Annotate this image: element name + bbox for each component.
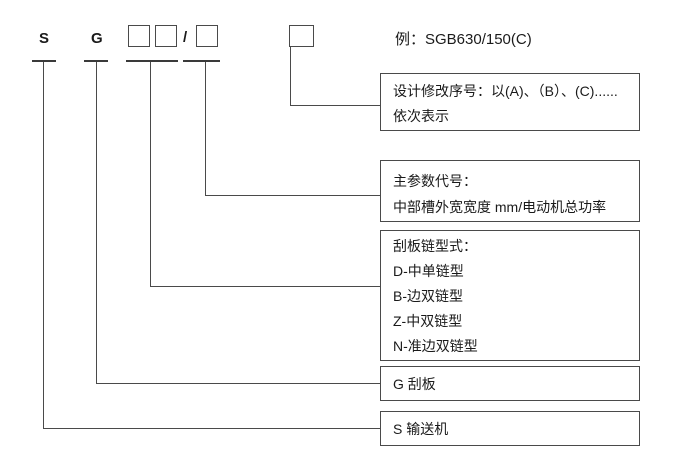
main-param-note-line-1: 主参数代号： (393, 173, 477, 189)
revision-note-line-2: 依次表示 (393, 108, 449, 124)
revision-code-box (289, 25, 314, 47)
revision-note-box: 设计修改序号：以(A)、（B）、(C)...... 依次表示 (380, 73, 640, 131)
main-param-note-line-2: 中部槽外宽宽度 mm/电动机总功率 (393, 199, 607, 215)
main-param-underline (183, 60, 220, 62)
g-note-label: G 刮板 (393, 375, 436, 392)
chain-type-code-box-2 (155, 25, 177, 47)
chain-type-option-b: B-边双链型 (393, 288, 463, 304)
revision-note-line-1: 设计修改序号：以(A)、（B）、(C)...... (393, 83, 618, 99)
main-param-connector-horizontal (205, 195, 380, 196)
s-underline (32, 60, 56, 62)
code-letter-s: S (39, 30, 50, 47)
slash-separator: / (183, 29, 188, 46)
s-note-label: S 输送机 (393, 420, 449, 437)
example-model-number: 例：SGB630/150(C) (395, 31, 532, 48)
main-param-note-box: 主参数代号： 中部槽外宽宽度 mm/电动机总功率 (380, 160, 640, 222)
main-param-code-box (196, 25, 218, 47)
revision-connector-vertical (290, 47, 291, 105)
code-letter-g: G (91, 30, 103, 47)
main-param-connector-vertical (205, 62, 206, 195)
chain-type-note-box: 刮板链型式： D-中单链型 B-边双链型 Z-中双链型 N-准边双链型 (380, 230, 640, 361)
g-connector-horizontal (96, 383, 380, 384)
g-underline (84, 60, 108, 62)
chain-type-underline (126, 60, 178, 62)
chain-type-note-title: 刮板链型式： (393, 238, 477, 254)
g-connector-vertical (96, 62, 97, 383)
g-note-box: G 刮板 (380, 366, 640, 401)
s-connector-horizontal (43, 428, 380, 429)
s-connector-vertical (43, 62, 44, 428)
chain-type-connector-vertical (150, 62, 151, 286)
chain-type-code-box-1 (128, 25, 150, 47)
chain-type-option-z: Z-中双链型 (393, 313, 463, 329)
chain-type-option-d: D-中单链型 (393, 263, 464, 279)
chain-type-connector-horizontal (150, 286, 380, 287)
s-note-box: S 输送机 (380, 411, 640, 446)
revision-connector-horizontal (290, 105, 380, 106)
chain-type-option-n: N-准边双链型 (393, 338, 478, 354)
